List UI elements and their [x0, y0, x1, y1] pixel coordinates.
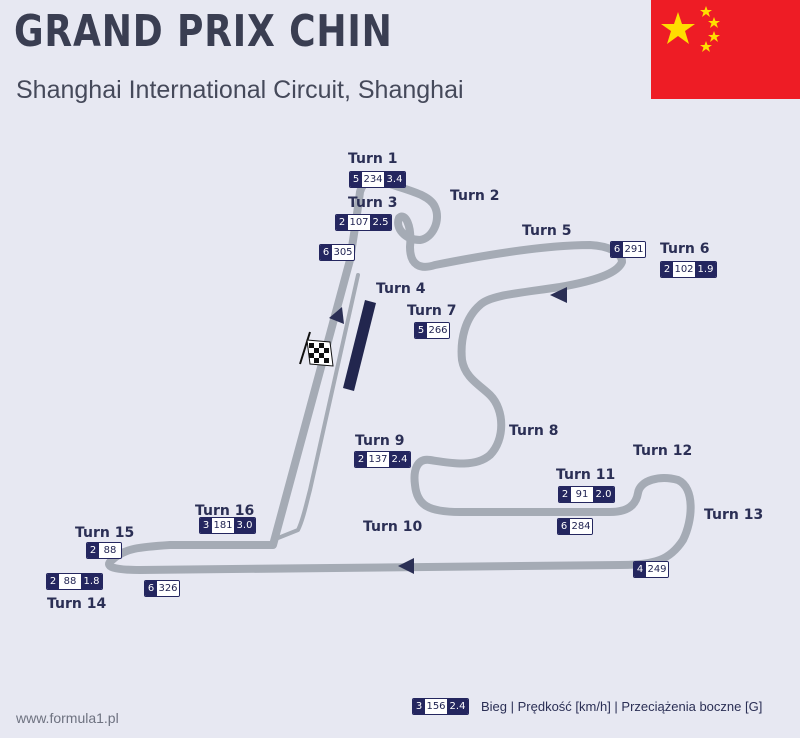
turn-16-label: Turn 16 — [195, 503, 255, 519]
turn-12-label: Turn 12 — [633, 443, 693, 459]
direction-arrow-icon — [550, 287, 567, 303]
gear-value: 6 — [611, 242, 623, 257]
turn-10-label: Turn 10 — [363, 519, 423, 535]
china-flag-icon — [651, 0, 800, 99]
gear-value: 2 — [87, 543, 99, 558]
speed-value: 137 — [367, 452, 389, 467]
speed-value: 284 — [570, 519, 592, 534]
turn-11-label: Turn 11 — [556, 467, 616, 483]
turn-14-badge: 2 88 1.8 — [46, 573, 103, 590]
turn-4-label: Turn 4 — [376, 281, 426, 297]
page-subtitle: Shanghai International Circuit, Shanghai — [16, 76, 464, 104]
gear-value: 2 — [47, 574, 59, 589]
gear-value: 3 — [200, 518, 212, 533]
turn-11-badge: 2 91 2.0 — [558, 486, 615, 503]
g-force-value: 2.0 — [593, 487, 614, 502]
turn-15-label: Turn 15 — [75, 525, 135, 541]
gear-value: 2 — [355, 452, 367, 467]
flag-large-star — [661, 12, 695, 44]
page-title: GRAND PRIX CHIN — [14, 6, 393, 57]
grid-marker — [343, 300, 376, 391]
speed-value: 291 — [623, 242, 645, 257]
speed-value: 326 — [157, 581, 179, 596]
gear-value: 2 — [336, 215, 348, 230]
footer-url: www.formula1.pl — [16, 710, 119, 726]
speed-value: 91 — [571, 487, 593, 502]
turn-6-badge: 2 102 1.9 — [660, 261, 717, 278]
speed-value: 88 — [99, 543, 121, 558]
g-force-value: 1.9 — [695, 262, 716, 277]
legend-badge: 3 156 2.4 — [412, 698, 469, 715]
speed-value: 181 — [212, 518, 234, 533]
g-force-value: 1.8 — [81, 574, 102, 589]
turn-3-label: Turn 3 — [348, 195, 398, 211]
legend-speed: 156 — [425, 699, 447, 714]
turn-7-label: Turn 7 — [407, 303, 457, 319]
turn-10-speed-badge: 6 284 — [557, 518, 593, 535]
turn-9-label: Turn 9 — [355, 433, 405, 449]
turn-2-label: Turn 2 — [450, 188, 500, 204]
turn-3-badge: 2 107 2.5 — [335, 214, 392, 231]
gear-value: 2 — [559, 487, 571, 502]
turn-14-label: Turn 14 — [47, 596, 107, 612]
gear-value: 6 — [320, 245, 332, 260]
turn-13-label: Turn 13 — [704, 507, 764, 523]
speed-value: 102 — [673, 262, 695, 277]
speed-value: 107 — [348, 215, 370, 230]
gear-value: 6 — [558, 519, 570, 534]
g-force-value: 3.4 — [384, 172, 405, 187]
gear-value: 5 — [350, 172, 362, 187]
turn-1-badge: 5 234 3.4 — [349, 171, 406, 188]
legend-text: Bieg | Prędkość [km/h] | Przeciążenia bo… — [481, 699, 763, 714]
legend-g-force: 2.4 — [447, 699, 468, 714]
turn-15-badge: 2 88 — [86, 542, 122, 559]
turn-1-label: Turn 1 — [348, 151, 398, 167]
direction-arrow-icon — [398, 558, 414, 574]
speed-value: 305 — [332, 245, 354, 260]
turn-13-speed-badge: 4 249 — [633, 561, 669, 578]
legend-gear: 3 — [413, 699, 425, 714]
speed-value: 234 — [362, 172, 384, 187]
g-force-value: 2.4 — [389, 452, 410, 467]
turn-5-label: Turn 5 — [522, 223, 572, 239]
turn-8-label: Turn 8 — [509, 423, 559, 439]
straight-speed-badge: 6 305 — [319, 244, 355, 261]
turn-7-badge: 5 266 — [414, 322, 450, 339]
g-force-value: 3.0 — [234, 518, 255, 533]
gear-value: 2 — [661, 262, 673, 277]
pit-lane — [271, 273, 360, 542]
speed-value: 249 — [646, 562, 668, 577]
direction-arrow-icon — [329, 307, 344, 324]
circuit-track — [105, 176, 695, 574]
speed-value: 88 — [59, 574, 81, 589]
g-force-value: 2.5 — [370, 215, 391, 230]
turn-5-speed-badge: 6 291 — [610, 241, 646, 258]
gear-value: 5 — [415, 323, 427, 338]
main-straight-speed-badge: 6 326 — [144, 580, 180, 597]
gear-value: 6 — [145, 581, 157, 596]
turn-16-badge: 3 181 3.0 — [199, 517, 256, 534]
turn-9-badge: 2 137 2.4 — [354, 451, 411, 468]
gear-value: 4 — [634, 562, 646, 577]
checkered-flag-icon — [299, 331, 334, 367]
speed-value: 266 — [427, 323, 449, 338]
turn-6-label: Turn 6 — [660, 241, 710, 257]
